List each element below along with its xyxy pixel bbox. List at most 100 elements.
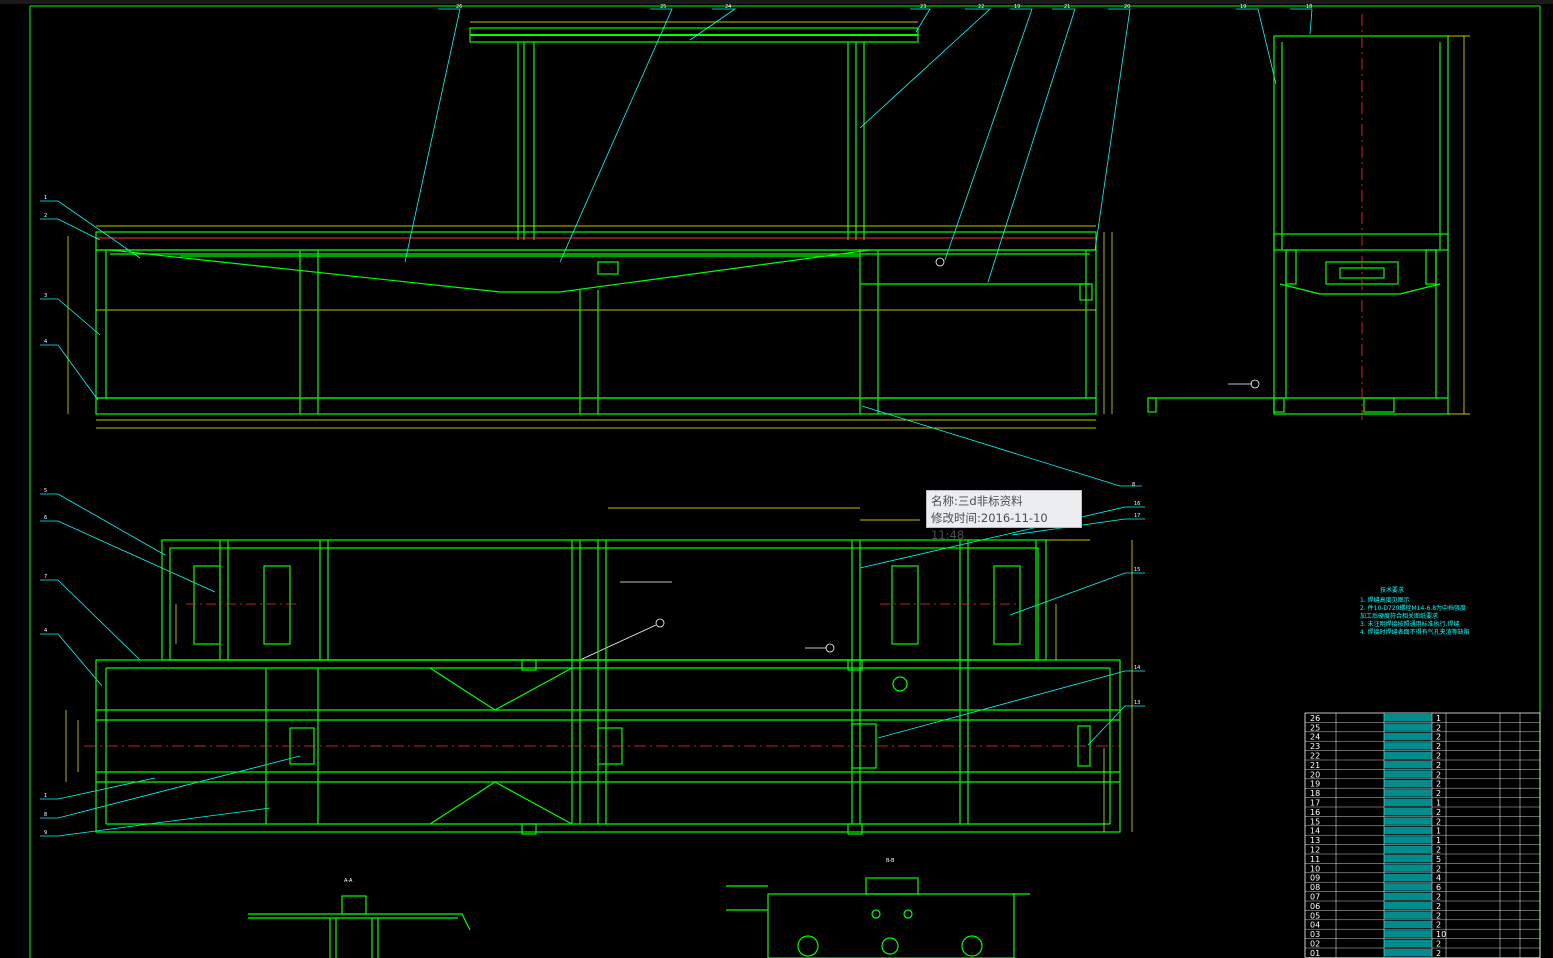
bom-row-qty: 2 — [1436, 789, 1441, 798]
balloon-9: 9 — [44, 830, 47, 836]
bom-row-number: 20 — [1310, 770, 1320, 779]
bom-row-qty: 2 — [1436, 893, 1441, 902]
bom-name-cell — [1384, 723, 1432, 731]
tech-note-4: 3. 未注明焊接按照通用标准执行,焊缝 — [1360, 620, 1460, 628]
bom-row-number: 10 — [1310, 864, 1320, 873]
bom-row-qty: 2 — [1436, 864, 1441, 873]
bom-name-cell — [1384, 930, 1432, 938]
tech-note-3: 加工后硬度符合相关图纸要求 — [1360, 612, 1438, 620]
side-view — [1147, 35, 1449, 415]
bom-name-cell — [1384, 892, 1432, 900]
bom-name-cell — [1384, 779, 1432, 788]
bom-row-number: 01 — [1310, 949, 1320, 958]
bom-row-number: 17 — [1310, 799, 1320, 808]
bom-row-number: 14 — [1310, 827, 1320, 836]
section-label-b: B-B — [886, 858, 895, 864]
bom-row-qty: 1 — [1436, 799, 1441, 808]
plan-view-dimensions — [65, 507, 1133, 832]
bom-name-cell — [1384, 836, 1432, 844]
tech-notes-title: 技术要求 — [1380, 586, 1404, 594]
balloon-18: 18 — [1306, 4, 1312, 10]
leader-lines — [40, 8, 1313, 837]
balloon-5: 5 — [44, 488, 47, 494]
tooltip-modified-row: 修改时间:2016-11-10 11:48 — [931, 510, 1081, 544]
balloon-1b: 1 — [44, 793, 47, 799]
bom-row-qty: 2 — [1436, 808, 1441, 817]
balloon-3: 3 — [44, 293, 47, 299]
weld-symbols — [579, 257, 1260, 661]
bom-row-number: 04 — [1310, 921, 1320, 930]
bom-name-cell — [1384, 817, 1432, 825]
tooltip-modified-value: 2016-11-10 11:48 — [931, 511, 1048, 542]
technical-notes: 技术要求 1. 焊缝高度见图示 2. 件10-D720螺栓M14-6.8为中档强… — [1360, 586, 1470, 636]
bom-row-qty: 2 — [1436, 921, 1441, 930]
bom-row-qty: 2 — [1436, 761, 1441, 770]
balloon-4a: 4 — [44, 339, 47, 345]
balloon-16: 16 — [1134, 501, 1140, 507]
bom-name-cell — [1384, 732, 1432, 741]
bom-row-number: 06 — [1310, 902, 1320, 911]
balloon-8a: 8 — [1132, 482, 1135, 488]
tech-note-5: 4. 焊接时焊缝表面不得有气孔夹渣等缺陷 — [1360, 628, 1470, 636]
bom-row-number: 12 — [1310, 846, 1320, 855]
bom-row-qty: 1 — [1436, 827, 1441, 836]
tech-note-2: 2. 件10-D720螺栓M14-6.8为中档强度 — [1360, 604, 1466, 612]
bom-row-number: 18 — [1310, 789, 1320, 798]
balloon-23: 23 — [920, 4, 926, 10]
tech-note-1: 1. 焊缝高度见图示 — [1360, 596, 1410, 604]
balloon-15: 15 — [1134, 567, 1140, 573]
bom-name-cell — [1384, 920, 1432, 929]
tooltip-name-value: 三d非标资料 — [957, 494, 1023, 508]
bom-row-qty: 2 — [1436, 780, 1441, 789]
bom-row-number: 03 — [1310, 930, 1320, 939]
bom-name-cell — [1384, 808, 1432, 816]
bom-row-number: 07 — [1310, 893, 1320, 902]
bom-name-cell — [1384, 939, 1432, 947]
bom-name-cell — [1384, 761, 1432, 769]
tooltip-modified-label: 修改时间: — [931, 511, 981, 525]
bom-row-qty: 2 — [1436, 902, 1441, 911]
bom-row-number: 16 — [1310, 808, 1320, 817]
front-view-dimensions — [67, 21, 1113, 429]
balloon-25: 25 — [660, 4, 666, 10]
plan-view — [95, 539, 1121, 835]
bom-name-cell — [1384, 864, 1432, 872]
bom-row-qty: 2 — [1436, 817, 1441, 826]
bom-name-cell — [1384, 714, 1432, 722]
bom-row-number: 02 — [1310, 940, 1320, 949]
bom-name-cell — [1384, 902, 1432, 910]
balloon-7: 7 — [44, 574, 47, 580]
balloon-19b: 19 — [1240, 4, 1246, 10]
bom-row-number: 08 — [1310, 883, 1320, 892]
bom-name-cell — [1384, 789, 1432, 797]
bom-row-qty: 2 — [1436, 752, 1441, 761]
balloon-numbers: 26 25 24 23 22 19 21 20 19 18 1 2 3 4 8 … — [44, 4, 1312, 836]
balloon-26: 26 — [456, 4, 462, 10]
balloon-24: 24 — [725, 4, 731, 10]
bom-name-cell — [1384, 949, 1432, 957]
bom-row-qty: 2 — [1436, 911, 1441, 920]
bom-row-qty: 2 — [1436, 846, 1441, 855]
balloon-6: 6 — [44, 515, 47, 521]
bom-name-cell — [1384, 742, 1432, 750]
bom-name-cell — [1384, 826, 1432, 835]
bom-row-number: 23 — [1310, 742, 1320, 751]
section-labels: A-A B-B — [344, 858, 895, 884]
tooltip-name-row: 名称:三d非标资料 — [931, 493, 1081, 510]
bom-name-cell — [1384, 845, 1432, 853]
balloon-17: 17 — [1134, 513, 1140, 519]
bom-name-cell — [1384, 855, 1432, 863]
bom-name-cell — [1384, 911, 1432, 919]
bom-name-cell — [1384, 751, 1432, 759]
bom-row-number: 21 — [1310, 761, 1320, 770]
bom-row-qty: 1 — [1436, 836, 1441, 845]
bom-row-qty: 4 — [1436, 874, 1441, 883]
bom-name-cell — [1384, 770, 1432, 778]
bom-row-number: 11 — [1310, 855, 1320, 864]
balloon-4b: 4 — [44, 628, 47, 634]
balloon-1a: 1 — [44, 195, 47, 201]
section-details — [248, 877, 1030, 958]
tooltip-name-label: 名称: — [931, 494, 958, 508]
